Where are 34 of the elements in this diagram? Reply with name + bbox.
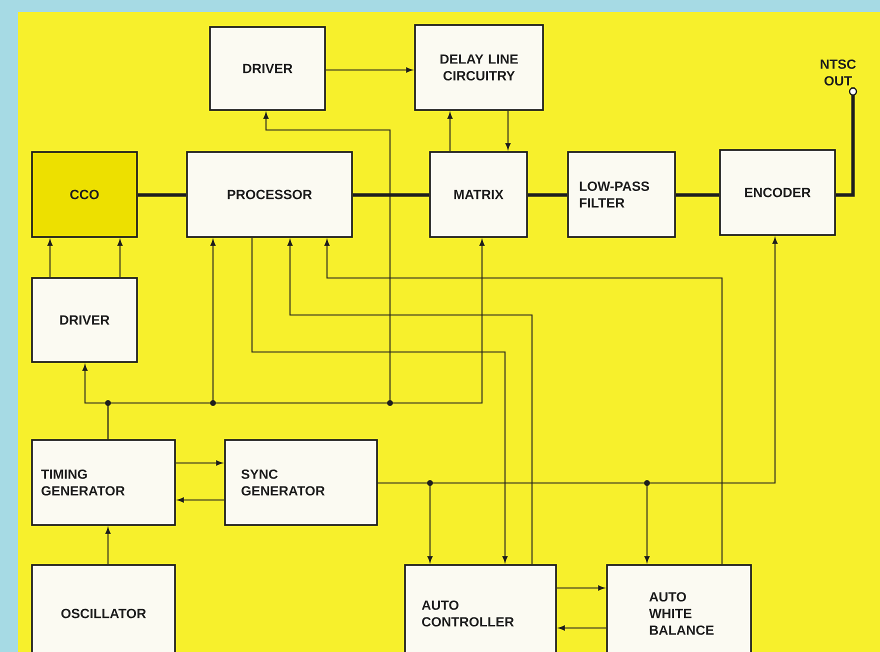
arrow	[287, 240, 533, 564]
block-box: AUTO CONTROLLER	[404, 564, 557, 652]
block-box: DRIVER	[209, 26, 326, 111]
block-box: SYNC GENERATOR	[224, 439, 378, 526]
arrow	[556, 585, 604, 591]
block-box: AUTO WHITE BALANCE	[606, 564, 752, 652]
block-box: CCO	[31, 151, 138, 238]
output-line	[836, 87, 858, 197]
block-box: MATRIX	[429, 151, 528, 238]
arrow	[176, 460, 222, 466]
connector-line	[528, 193, 568, 197]
arrow	[378, 482, 650, 562]
connector-line	[676, 193, 720, 197]
arrow	[447, 112, 453, 152]
arrow	[324, 240, 723, 564]
block-box: PROCESSOR	[186, 151, 353, 238]
arrow	[505, 110, 511, 150]
arrow	[47, 240, 53, 278]
arrow	[105, 528, 111, 564]
connector-line	[352, 193, 430, 197]
connector-line	[138, 193, 186, 197]
block-box: ENCODER	[719, 149, 836, 236]
block-box: OSCILLATOR	[31, 564, 176, 652]
block-box: DRIVER	[31, 277, 138, 363]
arrow	[107, 240, 485, 440]
block-box: LOW-PASS FILTER	[567, 151, 676, 238]
block-box: DELAY LINE CIRCUITRY	[414, 24, 544, 111]
arrow	[251, 238, 508, 562]
arrow	[178, 497, 224, 503]
terminal-label: NTSC OUT	[820, 59, 856, 86]
arrow	[558, 625, 606, 631]
arrow	[326, 67, 412, 73]
arrow	[117, 240, 123, 278]
block-box: TIMING GENERATOR	[31, 439, 176, 526]
